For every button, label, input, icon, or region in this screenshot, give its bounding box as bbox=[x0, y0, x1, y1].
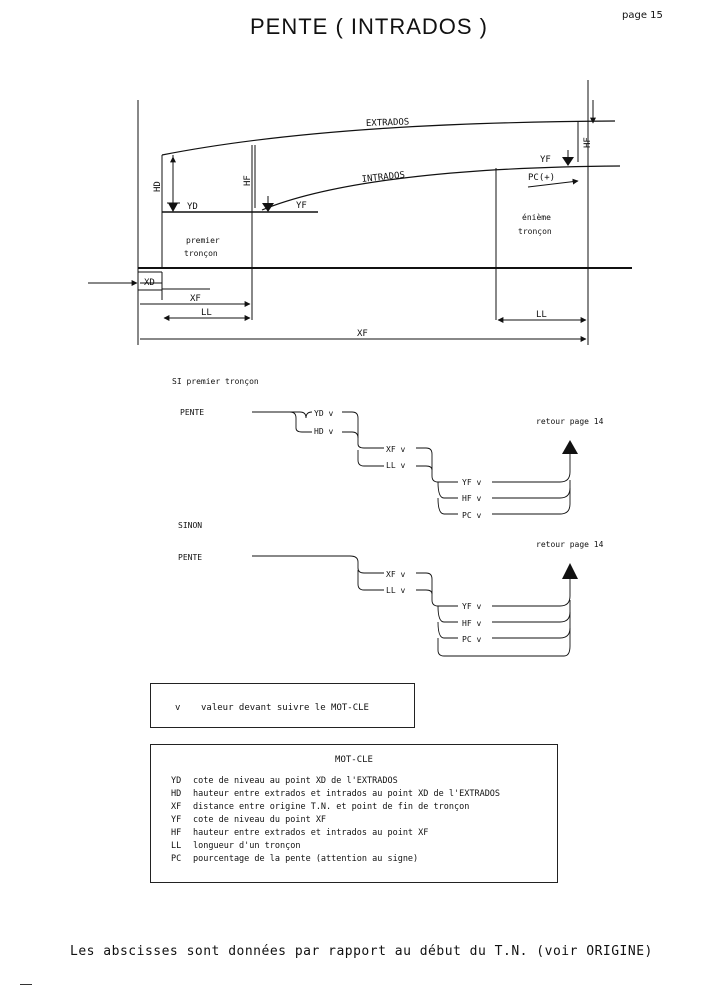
label-hd: HD bbox=[153, 181, 163, 192]
label-intrados: INTRADOS bbox=[361, 171, 405, 185]
label-pc: PC(+) bbox=[528, 173, 555, 183]
keyword-header: MOT-CLE bbox=[335, 755, 373, 765]
syntax-si-label: SI premier tronçon bbox=[172, 377, 259, 386]
label-yd: YD bbox=[187, 202, 198, 212]
extrados-curve bbox=[161, 120, 616, 156]
label-yf-left: YF bbox=[296, 201, 307, 211]
syntax-ll-1: LL v bbox=[386, 461, 405, 470]
legend-v-text: valeur devant suivre le MOT-CLE bbox=[201, 703, 369, 713]
syntax-hf-1: HF v bbox=[462, 494, 481, 503]
syntax-retour-2: retour page 14 bbox=[536, 540, 604, 549]
syntax-sinon-label: SINON bbox=[178, 521, 202, 530]
label-enieme-2: tronçon bbox=[518, 227, 552, 236]
intrados-curve bbox=[261, 165, 621, 211]
label-premier-1: premier bbox=[186, 236, 220, 245]
label-xd: XD bbox=[144, 278, 155, 288]
syntax-pc-1: PC v bbox=[462, 511, 481, 520]
syntax-pc-2: PC v bbox=[462, 635, 481, 644]
syntax-yd: YD v bbox=[314, 409, 333, 418]
label-yf-right: YF bbox=[540, 155, 551, 165]
label-xf-short: XF bbox=[190, 294, 201, 304]
page-title: PENTE ( INTRADOS ) bbox=[250, 14, 489, 39]
syntax-pente-2: PENTE bbox=[178, 553, 202, 562]
syntax-pente-1: PENTE bbox=[180, 408, 204, 417]
syntax-yf-2: YF v bbox=[462, 602, 481, 611]
syntax-ll-2: LL v bbox=[386, 586, 405, 595]
label-extrados: EXTRADOS bbox=[366, 117, 410, 129]
legend-v-box: v valeur devant suivre le MOT-CLE bbox=[150, 683, 415, 728]
legend-v-symbol: v bbox=[175, 703, 181, 713]
margin-tick bbox=[20, 984, 32, 985]
syntax-hf-2: HF v bbox=[462, 619, 481, 628]
syntax-xf-2: XF v bbox=[386, 570, 405, 579]
page-number: page 15 bbox=[622, 10, 663, 21]
footer-note: Les abscisses sont données par rapport a… bbox=[70, 944, 653, 959]
label-hf-left: HF bbox=[243, 175, 253, 186]
syntax-yf-1: YF v bbox=[462, 478, 481, 487]
label-hf-right: HF bbox=[583, 137, 593, 148]
label-ll-left: LL bbox=[201, 308, 212, 318]
syntax-xf-1: XF v bbox=[386, 445, 405, 454]
label-xf-long: XF bbox=[357, 329, 368, 339]
label-enieme-1: énième bbox=[522, 212, 551, 222]
label-premier-2: tronçon bbox=[184, 249, 218, 258]
syntax-retour-1: retour page 14 bbox=[536, 417, 604, 426]
label-ll-right: LL bbox=[536, 310, 547, 320]
syntax-hd: HD v bbox=[314, 427, 333, 436]
